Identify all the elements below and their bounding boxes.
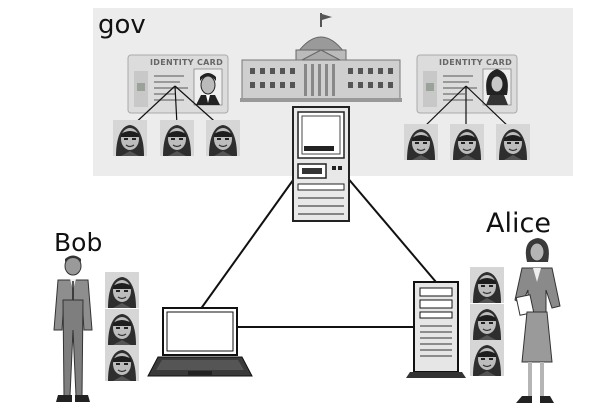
card-right-tree	[422, 85, 511, 129]
face-thumbnail	[104, 344, 140, 382]
face-thumbnail	[104, 308, 140, 346]
face-thumbnail	[205, 119, 241, 157]
gov-server-icon	[292, 106, 350, 222]
laptop-icon	[147, 307, 253, 377]
tower-pc-icon	[406, 281, 466, 378]
portrait-woman-icon	[486, 69, 508, 105]
government-building-icon	[240, 13, 402, 102]
alice-person-icon	[514, 238, 561, 403]
bob-label: Bob	[54, 228, 103, 257]
server-to-tower-link	[345, 175, 437, 283]
face-thumbnail	[104, 271, 140, 309]
server-to-laptop-link	[199, 175, 297, 311]
face-thumbnail	[112, 119, 148, 157]
bob-faces	[104, 271, 140, 382]
face-thumbnail	[495, 123, 531, 161]
portrait-man-icon	[196, 73, 220, 105]
identity-card-right-title: IDENTITY CARD	[439, 58, 512, 67]
network-links	[199, 175, 437, 328]
identity-card-left: IDENTITY CARD	[127, 54, 229, 114]
face-thumbnail	[403, 123, 439, 161]
identity-card-left-title: IDENTITY CARD	[150, 58, 223, 67]
face-thumbnail	[449, 123, 485, 161]
face-thumbnail	[469, 266, 505, 304]
gov-right-faces	[403, 123, 531, 161]
identity-card-right: IDENTITY CARD	[416, 54, 518, 114]
alice-label: Alice	[486, 208, 551, 239]
gov-left-faces	[112, 119, 241, 157]
face-thumbnail	[159, 119, 195, 157]
gov-label: gov	[98, 10, 146, 40]
bob-person-icon	[53, 255, 93, 402]
alice-faces	[469, 266, 505, 377]
face-thumbnail	[469, 339, 505, 377]
face-thumbnail	[469, 303, 505, 341]
